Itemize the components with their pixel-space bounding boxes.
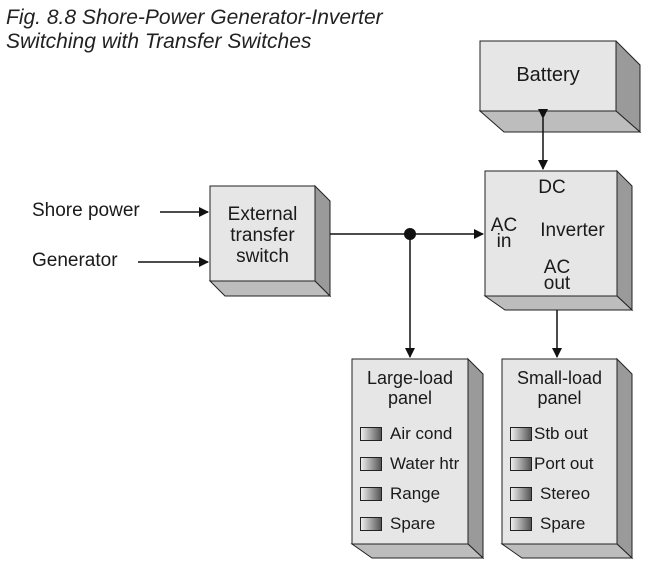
- breaker-label: Stb out: [534, 424, 588, 443]
- breaker-spare-large[interactable]: Spare: [360, 514, 435, 534]
- breaker-icon: [360, 517, 382, 531]
- inverter-label: Inverter: [540, 220, 605, 241]
- title-line-2: Switching with Transfer Switches: [6, 30, 312, 53]
- small-title-1: Small-load: [516, 368, 603, 388]
- breaker-air-cond[interactable]: Air cond: [360, 424, 452, 444]
- large-title-2: panel: [387, 388, 433, 408]
- breaker-label: Water htr: [390, 454, 460, 473]
- breaker-port-out[interactable]: Port out: [510, 454, 594, 474]
- title-line-1: Fig. 8.8 Shore-Power Generator-Inverter: [6, 6, 383, 29]
- battery-box: [478, 40, 642, 134]
- shore-power-label: Shore power: [32, 200, 140, 221]
- ac-out-line-2: out: [543, 273, 571, 294]
- breaker-label: Air cond: [390, 424, 453, 443]
- ac-out-line-1: AC: [543, 257, 571, 278]
- large-load-panel-box: [350, 357, 485, 560]
- breaker-icon: [510, 427, 532, 441]
- breaker-label: Spare: [540, 514, 586, 533]
- transfer-line-3: switch: [236, 246, 289, 267]
- breaker-label: Port out: [534, 454, 594, 473]
- breaker-icon: [360, 427, 382, 441]
- breaker-icon: [360, 487, 382, 501]
- small-load-panel-box: [500, 357, 634, 560]
- figure-title: Fig. 8.8 Shore-Power Generator-Inverter …: [6, 6, 383, 54]
- large-panel-title: Large-load panel: [352, 368, 468, 408]
- large-title-1: Large-load: [366, 368, 454, 388]
- ac-out-label: AC out: [530, 257, 584, 294]
- transfer-switch-label: External transfer switch: [210, 204, 315, 267]
- ac-in-line-1: AC: [490, 215, 518, 236]
- transfer-line-1: External: [227, 204, 298, 225]
- ac-in-line-2: in: [496, 231, 512, 252]
- inverter-box: [483, 169, 634, 312]
- transfer-line-2: transfer: [230, 225, 295, 246]
- breaker-icon: [510, 517, 532, 531]
- breaker-label: Spare: [390, 514, 436, 533]
- breaker-stb-out[interactable]: Stb out: [510, 424, 588, 444]
- breaker-water-htr[interactable]: Water htr: [360, 454, 459, 474]
- dc-label: DC: [538, 177, 566, 198]
- breaker-icon: [510, 457, 532, 471]
- generator-label: Generator: [32, 250, 118, 271]
- breaker-spare-small[interactable]: Spare: [510, 514, 585, 534]
- battery-label: Battery: [516, 64, 580, 86]
- breaker-range[interactable]: Range: [360, 484, 440, 504]
- transfer-switch-box: [208, 184, 332, 298]
- breaker-stereo[interactable]: Stereo: [510, 484, 590, 504]
- ac-in-label: AC in: [487, 215, 521, 252]
- breaker-label: Stereo: [540, 484, 591, 503]
- small-title-2: panel: [537, 388, 582, 408]
- breaker-icon: [360, 457, 382, 471]
- small-panel-title: Small-load panel: [502, 368, 617, 408]
- breaker-label: Range: [390, 484, 441, 503]
- breaker-icon: [510, 487, 532, 501]
